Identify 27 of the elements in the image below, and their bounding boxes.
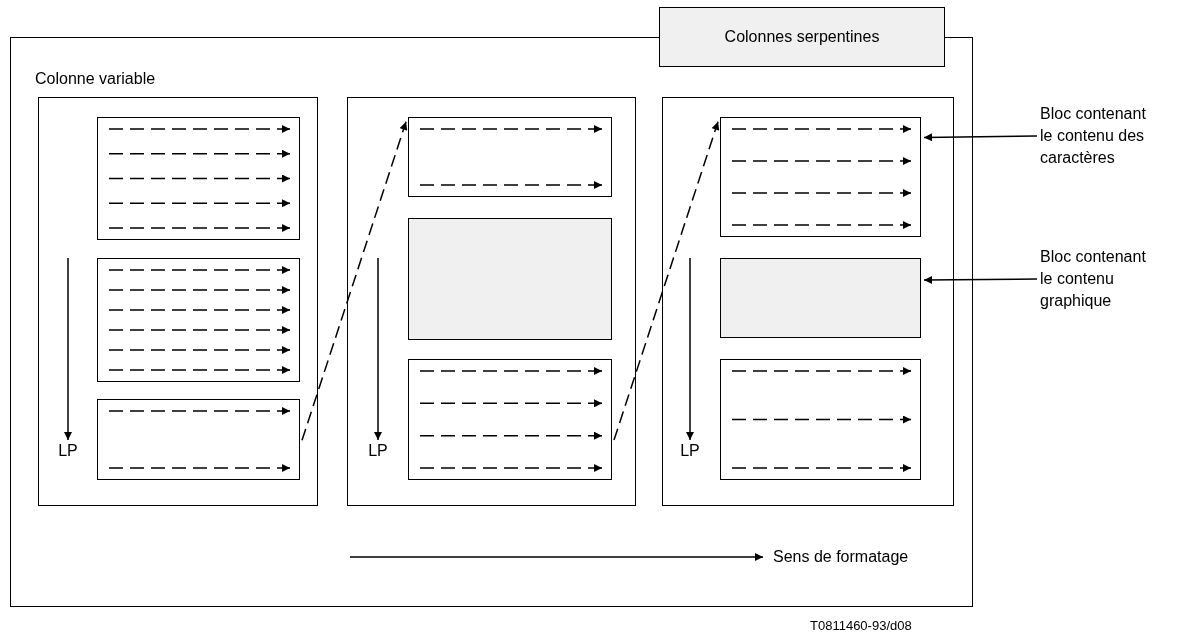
flow-label: LP [365,440,391,460]
callout-text: Bloc contenant le contenu graphique [1040,246,1156,312]
text-block [97,399,300,480]
flow-label: LP [677,440,703,460]
title-text: Colonnes serpentines [723,27,881,47]
column-heading: Colonne variable [35,69,156,89]
text-block [720,359,921,480]
text-block [97,258,300,382]
arrow [923,275,1038,284]
flow-label: LP [55,440,81,460]
text-block [97,117,300,240]
graphic-block [408,218,612,340]
figure-code: T0811460-93/d08 [810,617,912,635]
column-box [662,97,954,506]
arrow [686,257,694,441]
callout-text: Bloc contenant le contenu des caractères [1040,103,1156,169]
text-block [408,117,612,197]
arrow [64,257,72,441]
arrow [374,257,382,441]
graphic-block [720,258,921,338]
arrow [613,121,720,441]
text-block [408,359,612,480]
arrow [923,133,1038,142]
column-box [347,97,636,506]
text-block [720,117,921,237]
direction-label: Sens de formatage [773,547,909,567]
title-box [659,7,945,67]
